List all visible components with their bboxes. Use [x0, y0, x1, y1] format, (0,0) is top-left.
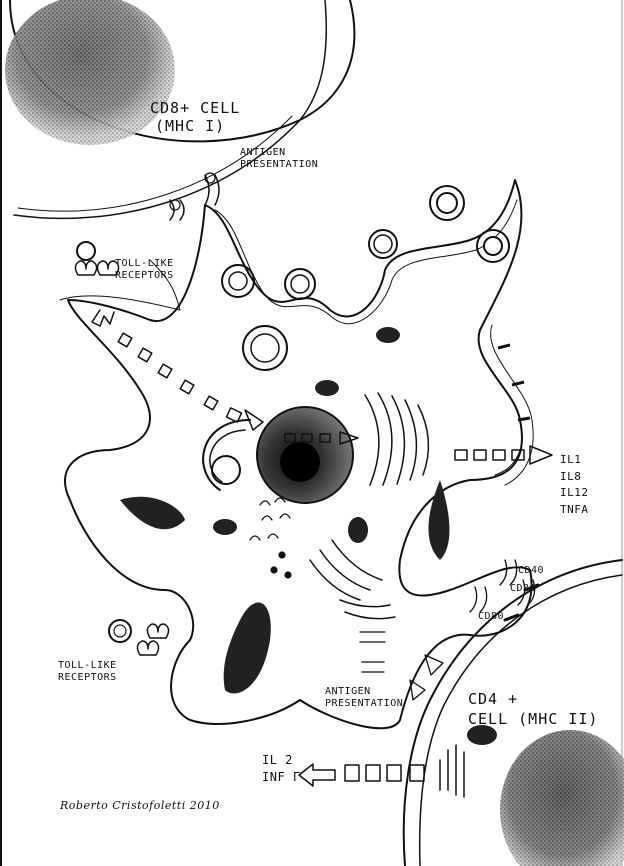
- antigen-vesicles-top: [222, 186, 509, 370]
- cd86-label: CD86: [510, 583, 536, 595]
- cd8-mhc-label: (MHC I): [155, 118, 225, 135]
- cd8-cell-label: CD8+ CELL: [150, 100, 240, 117]
- cd40-label: CD40: [518, 565, 544, 577]
- dendritic-cell-inner-membrane: [215, 200, 517, 324]
- il2-secretion-arrow: [299, 745, 464, 797]
- cd80-label: CD80: [478, 611, 504, 623]
- toll-like-receptors-bottom: [109, 620, 169, 655]
- shaded-pseudopods: [120, 480, 449, 693]
- il2-inf-label: IL 2 INF γ: [262, 752, 301, 786]
- toll-like-receptors-bottom-label: TOLL-LIKE RECEPTORS: [58, 660, 117, 683]
- antigen-presentation-bottom-label: ANTIGEN PRESENTATION: [325, 686, 403, 709]
- phagocytic-vesicle-left: [203, 420, 250, 490]
- cd4-cell-label: CD4 + CELL (MHC II): [468, 689, 598, 730]
- antigen-presentation-top-mhc: [170, 173, 219, 220]
- golgi-fragments: [250, 498, 291, 578]
- antigen-presentation-top-label: ANTIGEN PRESENTATION: [240, 147, 318, 170]
- nucleus: [257, 407, 353, 503]
- membrane-striation-right: [479, 325, 534, 485]
- antigen-uptake-arrow: [92, 310, 263, 430]
- cytokines-label: IL1 IL8 IL12 TNFα: [560, 452, 589, 518]
- artist-signature: Roberto Cristofoletti 2010: [60, 800, 220, 813]
- toll-like-receptors-top-label: TOLL-LIKE RECEPTORS: [115, 258, 174, 281]
